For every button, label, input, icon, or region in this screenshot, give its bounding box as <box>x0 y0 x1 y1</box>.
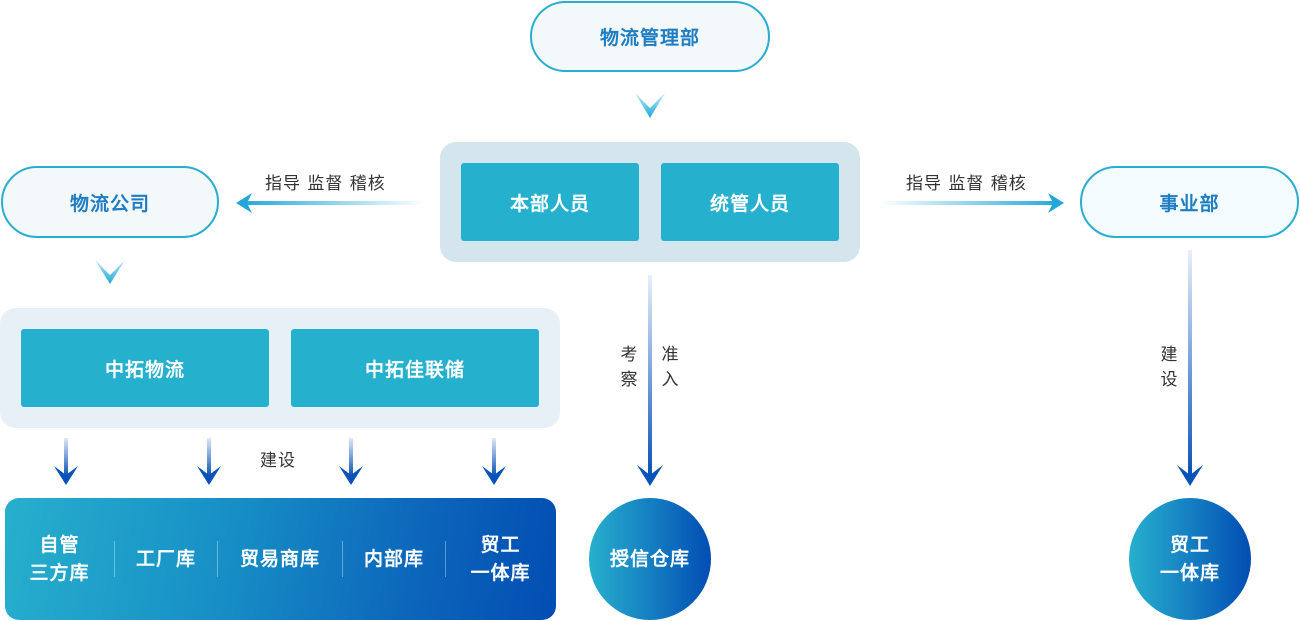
node-label: 物流公司 <box>69 192 150 215</box>
trade-industry-warehouse-node: 贸工 一体库 <box>1129 498 1251 620</box>
divider <box>114 541 115 577</box>
center-admit-label: 准入 <box>661 345 679 390</box>
node-label: 物流管理部 <box>599 27 700 49</box>
node-label: 授信仓库 <box>609 548 690 570</box>
divider <box>342 541 343 577</box>
tile-label: 中拓物流 <box>104 358 185 381</box>
chevron-down-icon <box>635 93 665 118</box>
warehouse-internal: 内部库 <box>363 548 424 570</box>
right-build-label: 建设 <box>1160 345 1178 390</box>
node-logistics-management-dept: 物流管理部 <box>530 1 770 72</box>
tile-label: 统管人员 <box>709 192 790 215</box>
arrow-down-icon <box>637 465 663 486</box>
arrow-down-icon <box>1177 465 1203 486</box>
tile-managed-staff: 统管人员 <box>661 163 839 241</box>
arrow-down-icon <box>339 438 363 485</box>
arrow-down-icon <box>482 438 506 485</box>
warehouse-trader: 贸易商库 <box>239 548 320 570</box>
node-business-unit: 事业部 <box>1080 166 1299 238</box>
node-logistics-company: 物流公司 <box>1 166 219 238</box>
node-label: 事业部 <box>1159 192 1220 215</box>
center-inspect-label: 考察 <box>620 345 638 390</box>
divider <box>445 541 446 577</box>
credit-warehouse-node: 授信仓库 <box>589 498 711 620</box>
tile-headquarters-staff: 本部人员 <box>461 163 639 241</box>
tile-zhongtuo-logistics: 中拓物流 <box>21 329 269 407</box>
warehouse-factory: 工厂库 <box>135 548 196 570</box>
warehouse-trade-industry: 贸工 一体库 <box>470 534 531 584</box>
arrow-left-icon <box>236 193 252 213</box>
arrow-down-icon <box>54 438 78 485</box>
right-arrow-label: 指导 监督 稽核 <box>906 174 1027 194</box>
node-label: 贸工 一体库 <box>1159 534 1220 584</box>
tile-zhongtuo-jialianchu: 中拓佳联储 <box>291 329 539 407</box>
warehouse-bar: 自管 三方库 工厂库 贸易商库 内部库 贸工 一体库 <box>5 498 556 620</box>
divider <box>217 541 218 577</box>
tile-label: 本部人员 <box>509 192 590 215</box>
left-arrow-label: 指导 监督 稽核 <box>265 174 386 194</box>
arrow-down-line <box>648 275 652 475</box>
arrow-right-icon <box>1048 193 1064 213</box>
arrow-down-icon <box>197 438 221 485</box>
warehouse-self-managed-third-party: 自管 三方库 <box>29 534 90 584</box>
arrow-right-line <box>880 201 1060 205</box>
arrow-down-line <box>1188 250 1192 475</box>
tile-label: 中拓佳联储 <box>364 358 465 381</box>
company-build-label: 建设 <box>260 451 296 471</box>
chevron-down-icon <box>95 260 125 284</box>
arrow-left-line <box>240 201 425 205</box>
